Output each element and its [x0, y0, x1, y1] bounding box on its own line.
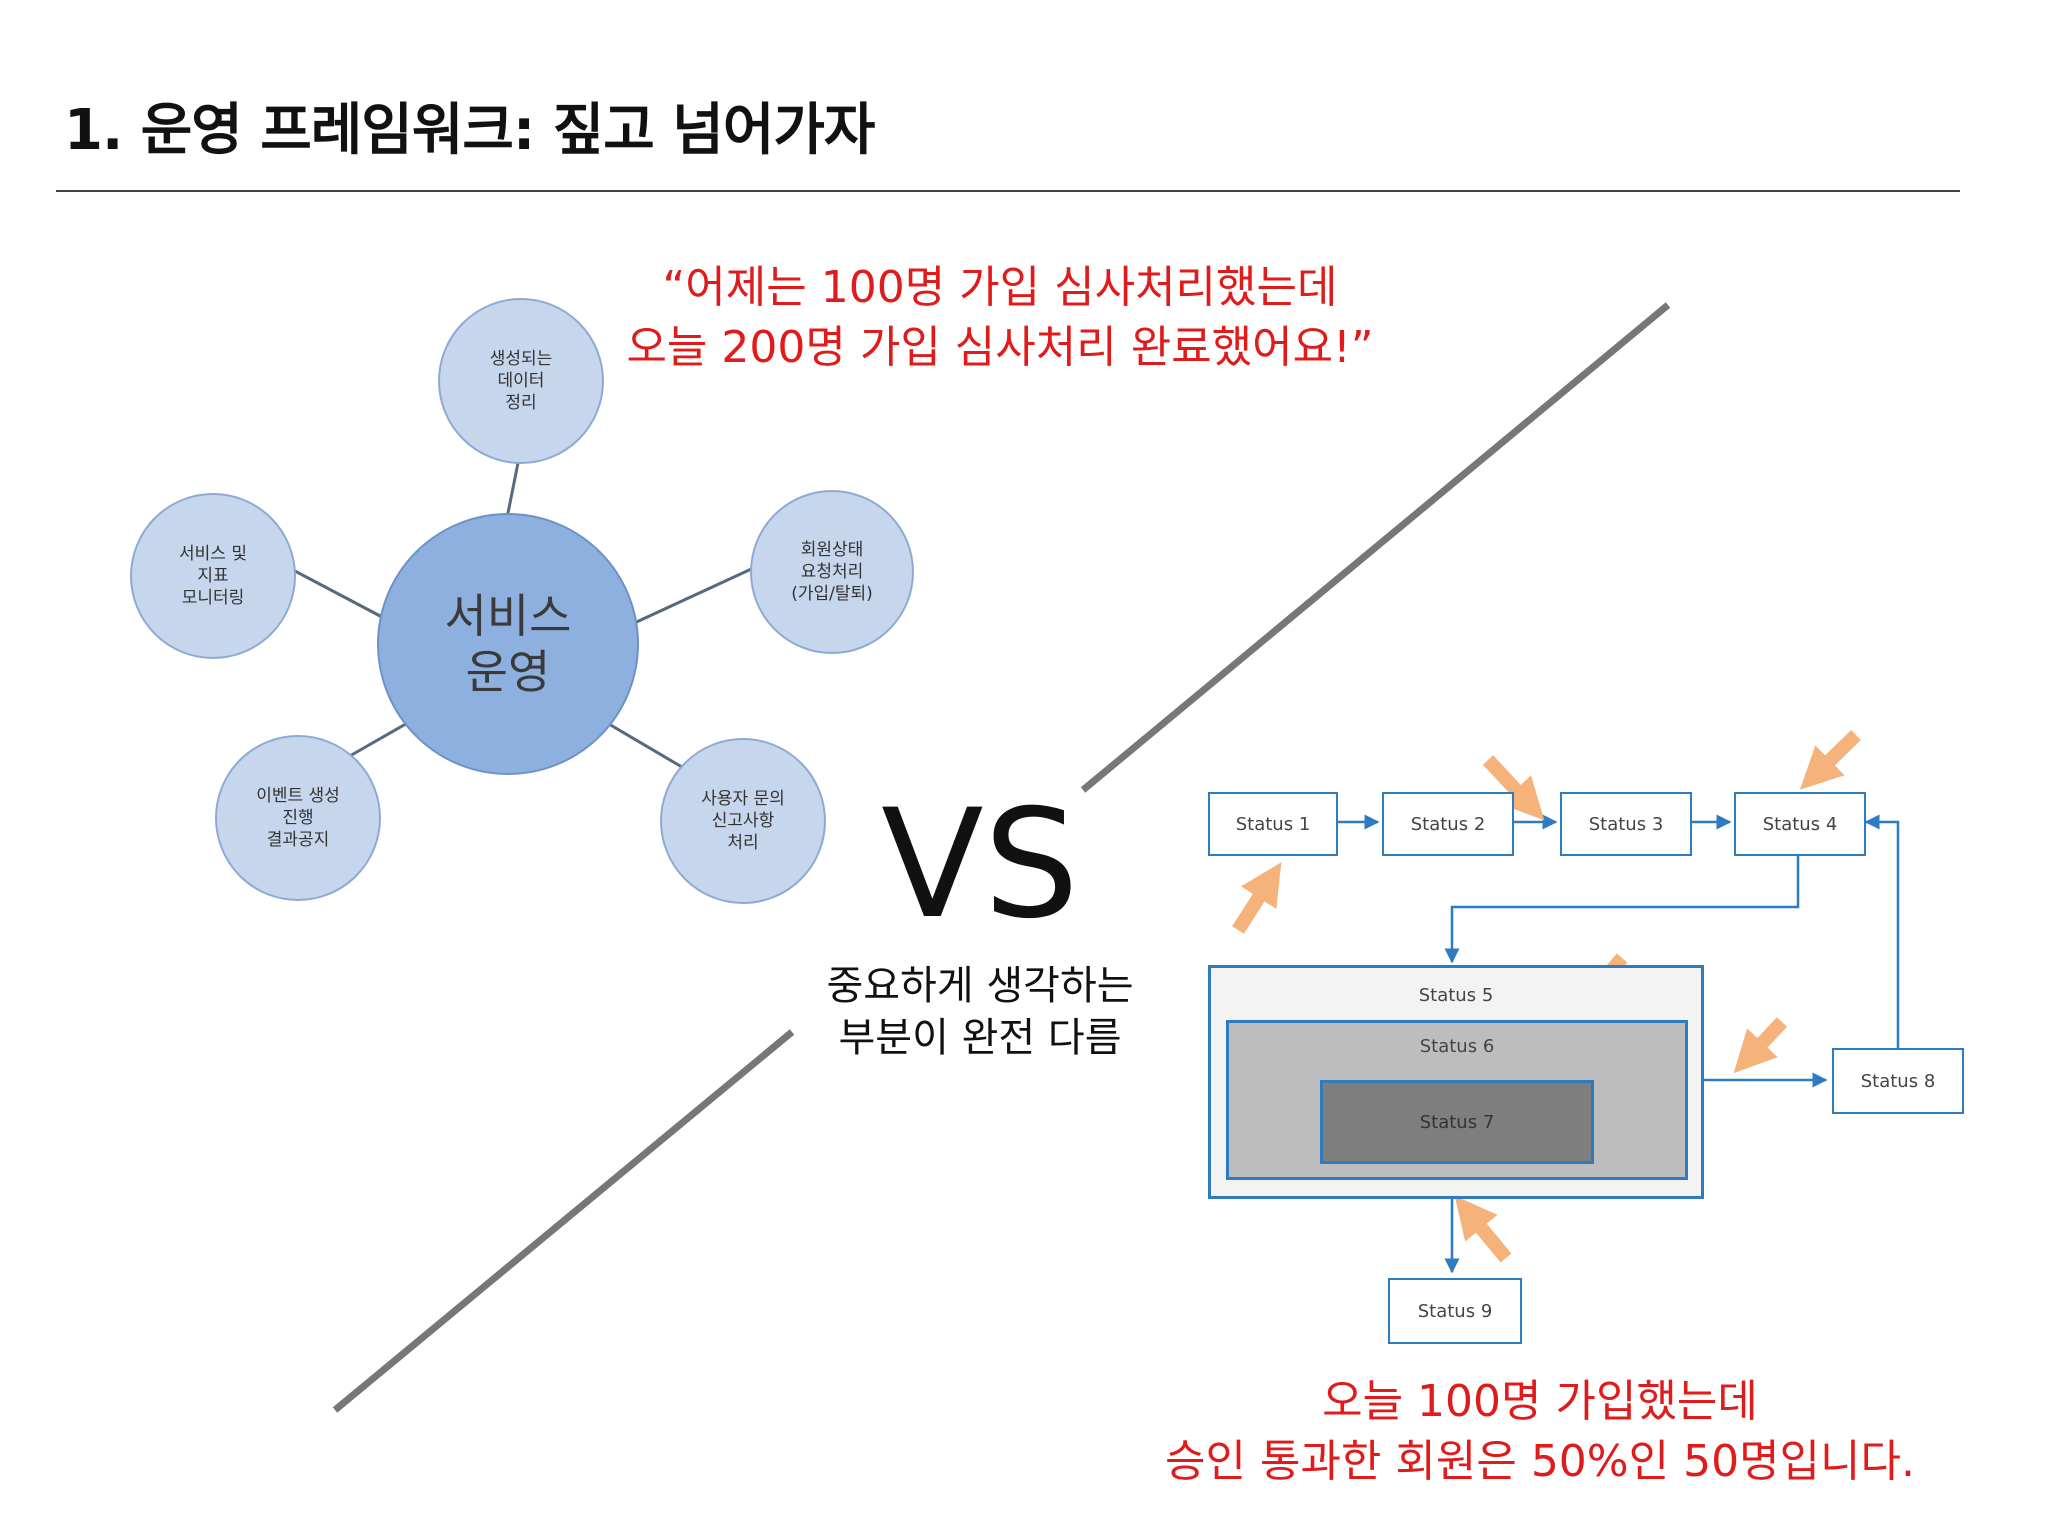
status-8-box: Status 8 [1832, 1048, 1964, 1114]
flow-arrow-8-4 [1864, 814, 1900, 1048]
mindmap-node-event: 이벤트 생성 진행 결과공지 [215, 735, 381, 901]
quote-top-line2: 오늘 200명 가입 심사처리 완료했어요!” [626, 322, 1374, 373]
orange-arrow-status1 [1232, 862, 1282, 934]
title-divider [56, 190, 1960, 192]
orange-arrow-status4 [1799, 729, 1861, 790]
vs-caption-line1: 중요하게 생각하는 [826, 963, 1134, 1009]
diagonal-separator-upper [1080, 302, 1671, 793]
diagonal-separator-lower [332, 1029, 795, 1413]
vs-caption: 중요하게 생각하는 부분이 완전 다름 [790, 960, 1170, 1064]
quote-top: “어제는 100명 가입 심사처리했는데 오늘 200명 가입 심사처리 완료했… [610, 258, 1390, 378]
vs-caption-line2: 부분이 완전 다름 [838, 1015, 1122, 1061]
quote-top-line1: “어제는 100명 가입 심사처리했는데 [662, 262, 1338, 313]
status-5-label: Status 5 [1418, 985, 1494, 1006]
orange-arrow-status2 [1482, 755, 1545, 821]
quote-bottom-line2: 승인 통과한 회원은 50%인 50명입니다. [1165, 1436, 1915, 1487]
mindmap-connector-inquiry [596, 715, 688, 772]
status-9-box: Status 9 [1388, 1278, 1522, 1344]
status-7-box: Status 7 [1320, 1080, 1594, 1164]
page-title: 1. 운영 프레임워크: 짚고 넘어가자 [64, 98, 875, 163]
quote-bottom: 오늘 100명 가입했는데 승인 통과한 회원은 50%인 50명입니다. [1130, 1372, 1950, 1492]
mindmap-connector-member [629, 563, 761, 627]
mindmap-connector-monitoring [292, 568, 383, 619]
status-3-box: Status 3 [1560, 792, 1692, 856]
status-1-box: Status 1 [1208, 792, 1338, 856]
quote-bottom-line1: 오늘 100명 가입했는데 [1322, 1376, 1758, 1427]
vs-label: VS [881, 778, 1079, 952]
orange-arrow-status8 [1733, 1017, 1788, 1074]
mindmap-center-node: 서비스 운영 [377, 513, 639, 775]
mindmap-node-inquiry: 사용자 문의 신고사항 처리 [660, 738, 826, 904]
status-6-label: Status 6 [1419, 1036, 1495, 1057]
orange-arrow-status9 [1454, 1195, 1512, 1263]
mindmap-node-member: 회원상태 요청처리 (가입/탈퇴) [750, 490, 914, 654]
status-2-box: Status 2 [1382, 792, 1514, 856]
mindmap-node-data: 생성되는 데이터 정리 [438, 298, 604, 464]
flow-arrow-4-5 [1444, 855, 1800, 964]
status-4-box: Status 4 [1734, 792, 1866, 856]
mindmap-node-monitoring: 서비스 및 지표 모니터링 [130, 493, 296, 659]
